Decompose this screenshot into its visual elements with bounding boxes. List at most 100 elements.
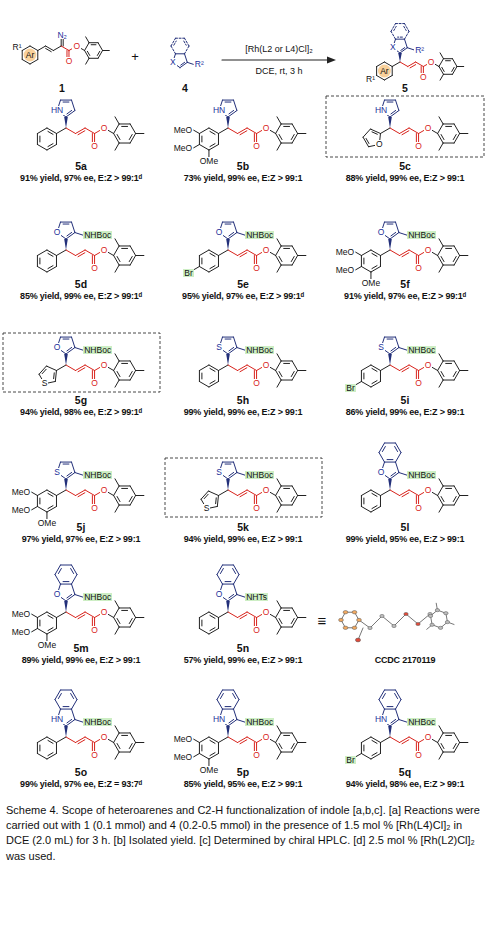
bond-line bbox=[130, 361, 136, 371]
compound-number: 5a bbox=[75, 161, 87, 172]
bond-line bbox=[380, 737, 390, 743]
bond-line bbox=[130, 608, 136, 618]
bond-line bbox=[60, 222, 71, 223]
bond-line bbox=[75, 595, 83, 598]
bond-line bbox=[72, 584, 75, 594]
substituent-label: NHBoc bbox=[83, 346, 112, 355]
bond-line bbox=[371, 737, 381, 743]
bond-line bbox=[371, 507, 381, 513]
bond-line bbox=[400, 48, 407, 53]
bond-line bbox=[47, 612, 57, 618]
bond-line bbox=[89, 42, 98, 43]
bond-line bbox=[361, 267, 371, 273]
bond-line bbox=[119, 627, 130, 628]
bond-line bbox=[37, 267, 47, 273]
bond-line bbox=[37, 618, 38, 629]
bond-line bbox=[53, 46, 61, 51]
bond-line bbox=[217, 565, 223, 575]
bond-line bbox=[47, 737, 57, 743]
bond-line bbox=[453, 743, 456, 748]
bond-line bbox=[78, 131, 85, 135]
bond-line bbox=[225, 464, 231, 465]
substituent-label: MeO bbox=[11, 506, 31, 515]
bond-line bbox=[215, 498, 217, 504]
bond-line bbox=[114, 618, 120, 628]
bond-line bbox=[356, 252, 362, 255]
bond-line bbox=[443, 143, 454, 144]
bond-line bbox=[199, 145, 209, 151]
bond-line bbox=[454, 496, 460, 506]
atom-label: O bbox=[100, 608, 109, 617]
bond-line bbox=[66, 595, 75, 601]
substituent-label: NHBoc bbox=[83, 231, 112, 240]
bond-line bbox=[380, 743, 381, 754]
atom-ellipse bbox=[368, 626, 372, 629]
bond-line bbox=[228, 473, 237, 479]
bond-line bbox=[276, 124, 282, 134]
atom-ellipse bbox=[404, 612, 408, 615]
bond-line bbox=[85, 43, 90, 51]
bond-line bbox=[76, 250, 86, 256]
bond-line bbox=[438, 496, 444, 506]
bond-line bbox=[390, 250, 400, 256]
bond-line bbox=[292, 743, 298, 753]
bond-line bbox=[440, 74, 443, 80]
atom-label: O bbox=[53, 343, 62, 352]
compound-number: 5e bbox=[237, 279, 249, 290]
bond-line bbox=[443, 505, 454, 506]
atom-label: O bbox=[262, 246, 271, 255]
bond-line bbox=[228, 612, 238, 618]
bond-line bbox=[208, 150, 209, 157]
bond-line bbox=[409, 365, 419, 371]
substituent-label: NHBoc bbox=[83, 718, 112, 727]
bond-line bbox=[114, 608, 120, 618]
bond-line bbox=[441, 496, 444, 501]
bond-line bbox=[390, 365, 400, 371]
compound-number: 5h bbox=[237, 395, 249, 406]
bond-line bbox=[405, 31, 410, 39]
bond-line bbox=[194, 145, 200, 148]
bond-line bbox=[401, 48, 405, 51]
bond-line bbox=[390, 490, 400, 496]
bond-line bbox=[233, 693, 236, 698]
bond-line bbox=[361, 365, 371, 371]
bond-line bbox=[384, 462, 395, 463]
atom-ellipse bbox=[416, 622, 420, 625]
bond-line bbox=[32, 614, 38, 617]
bond-line bbox=[32, 492, 38, 495]
bond-line bbox=[298, 133, 306, 134]
bond-line bbox=[229, 594, 234, 597]
bond-line bbox=[228, 250, 238, 256]
bond-line bbox=[391, 24, 396, 32]
bond-line bbox=[276, 486, 282, 496]
bond-line bbox=[380, 250, 390, 256]
atom-label: S bbox=[203, 504, 211, 513]
bond-line bbox=[210, 131, 215, 134]
bond-line bbox=[438, 134, 444, 144]
substituent-label: MeO bbox=[173, 126, 193, 135]
bond-line bbox=[37, 51, 38, 60]
wedge-bond bbox=[64, 239, 68, 250]
bond-line bbox=[204, 494, 208, 498]
bond-line bbox=[220, 568, 223, 573]
bond-line bbox=[209, 145, 219, 151]
atom-label: X bbox=[389, 43, 397, 52]
bond-line bbox=[78, 253, 85, 257]
bond-line bbox=[114, 134, 120, 144]
bond-line bbox=[63, 581, 69, 582]
bond-line bbox=[199, 250, 209, 256]
bond-line bbox=[98, 43, 103, 51]
bond-line bbox=[60, 337, 71, 338]
bond-line bbox=[298, 255, 306, 256]
bond-line bbox=[409, 128, 419, 134]
wedge-bond bbox=[388, 117, 392, 128]
bond-line bbox=[279, 371, 282, 376]
bond-line bbox=[284, 363, 290, 364]
bond-line bbox=[396, 462, 399, 472]
bond-line bbox=[47, 250, 57, 256]
wedge-bond bbox=[226, 354, 230, 365]
bond-line bbox=[187, 62, 193, 64]
bond-line bbox=[60, 462, 71, 463]
bond-line bbox=[130, 371, 136, 381]
atom-label: O bbox=[90, 751, 99, 760]
